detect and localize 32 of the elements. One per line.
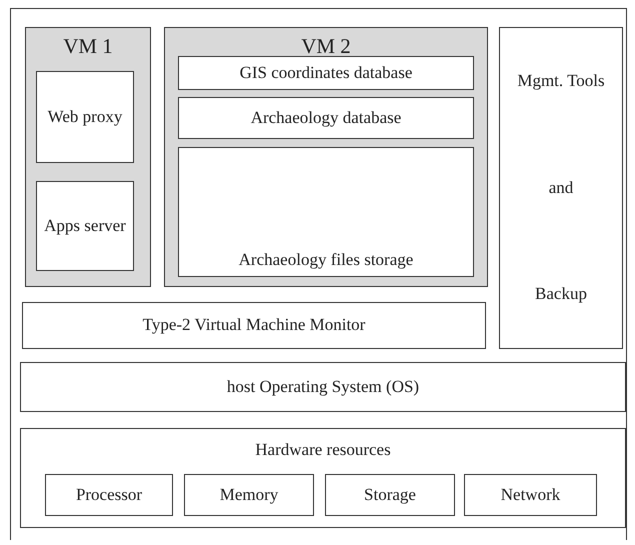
component-box [184, 474, 314, 516]
component-box [45, 474, 173, 516]
component-box [178, 56, 474, 90]
box-label: Processor [76, 484, 142, 506]
box-label: Network [500, 484, 560, 506]
vm-panel [25, 27, 151, 287]
component-box [178, 97, 474, 139]
component-box [325, 474, 455, 516]
layer-box [22, 302, 486, 349]
box-label: Memory [220, 484, 278, 506]
component-box [36, 181, 134, 271]
box-label: GIS coordinates database [240, 62, 412, 84]
box-label: Archaeology files storage [238, 249, 414, 272]
layer-title: Hardware resources [255, 439, 391, 461]
vm-panel [164, 27, 488, 287]
box-label: Backup [535, 283, 587, 306]
component-box [464, 474, 597, 516]
box-label: Storage [364, 484, 416, 506]
group-title: VM 1 [63, 33, 113, 60]
box-label: Web proxy [48, 106, 122, 128]
box-label: Mgmt. Tools [517, 70, 605, 92]
layer-box [20, 428, 626, 528]
layer-box [20, 362, 626, 412]
group-title: VM 2 [301, 33, 351, 60]
box-label: Apps server [44, 214, 126, 237]
box-label: host Operating System (OS) [226, 376, 420, 398]
box-label: and [548, 176, 574, 199]
box-label: Type-2 Virtual Machine Monitor [142, 314, 366, 336]
side-panel [499, 27, 623, 349]
component-box [36, 71, 134, 163]
box-label: Archaeology database [250, 106, 402, 129]
component-box [178, 147, 474, 277]
